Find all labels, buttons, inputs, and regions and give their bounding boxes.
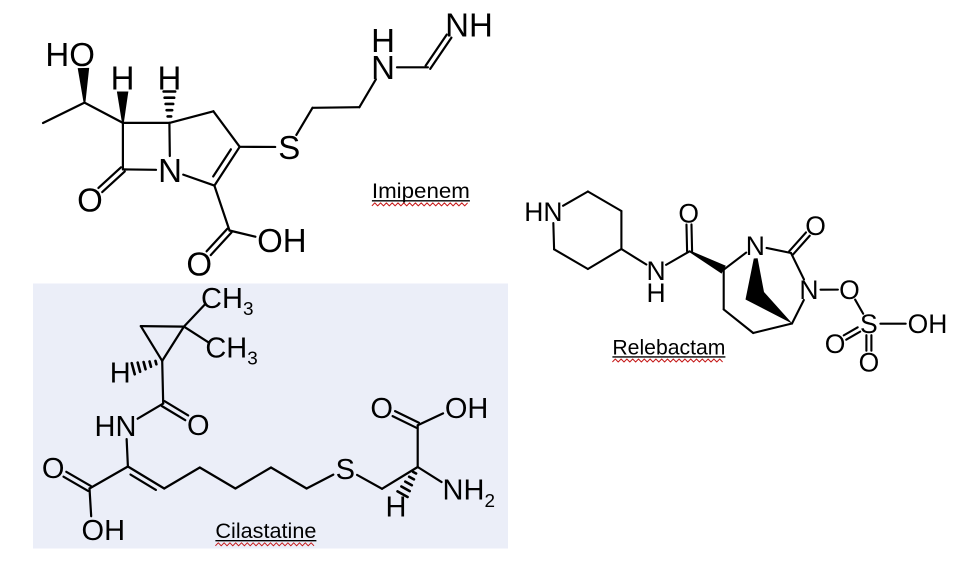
cilastatine-bond — [127, 439, 128, 466]
relebactam-atom-label-os: O — [839, 275, 860, 305]
imipenem-atom-label-o1: HO — [45, 36, 95, 73]
atom-label-symbol: O — [805, 211, 826, 241]
relebactam-atom-label-n6: N — [799, 275, 818, 305]
atom-label-symbol: H — [110, 358, 131, 390]
atom-label-symbol: O — [42, 453, 65, 485]
atom-label-subscript: 3 — [247, 349, 258, 370]
atom-label-subscript: 2 — [484, 491, 495, 512]
atom-label-symbol: O — [187, 410, 210, 442]
imipenem-atom-label-n12-h: H — [371, 22, 395, 59]
atom-label-symbol: N — [158, 152, 182, 189]
cilastatine-atom-label-oam: O — [187, 410, 210, 442]
atom-label-symbol: O — [186, 245, 212, 282]
relebactam-atom-label-ol: O — [825, 329, 846, 359]
relebactam-atom-label-np: HN — [524, 197, 562, 227]
imipenem-atom-label-o16: O — [186, 245, 212, 282]
imipenem-atom-label-n14: NH — [445, 6, 493, 43]
atom-label-symbol: OH — [82, 515, 126, 547]
relebactam-name-label: Relebactam — [612, 335, 725, 359]
atom-label-symbol: S — [336, 454, 355, 486]
cilastatine-atom-label-o2b: OH — [445, 393, 489, 425]
atom-label-symbol: OH — [257, 222, 307, 259]
cilastatine-name-label: Cilastatine — [215, 519, 316, 543]
imipenem-name-label: Imipenem — [372, 179, 470, 203]
cilastatine-atom-label-s: S — [336, 454, 355, 486]
relebactam-double-bond-line — [686, 225, 687, 252]
imipenem-bond — [313, 107, 360, 108]
relebactam-atom-label-od: O — [859, 348, 880, 378]
atom-label-symbol: O — [825, 329, 846, 359]
atom-label-symbol: H — [157, 59, 181, 96]
atom-label-symbol: O — [839, 275, 860, 305]
atom-label-symbol: H — [111, 59, 135, 96]
relebactam-atom-label-o7: O — [805, 211, 826, 241]
cilastatine-bond — [141, 326, 184, 327]
atom-label-symbol: HO — [45, 36, 95, 73]
cilastatine-hash-bond-tick — [155, 361, 156, 364]
cilastatine-atom-label-nam: HN — [95, 411, 137, 443]
cilastatine-hash-bond-tick — [150, 361, 151, 366]
atom-label-symbol: NH — [443, 475, 485, 507]
atom-label-symbol: CH — [201, 283, 243, 315]
atom-label-subscript: 3 — [243, 299, 254, 320]
atom-label-symbol: HN — [524, 197, 562, 227]
atom-label-symbol: NH — [445, 6, 493, 43]
atom-label-symbol: N — [799, 275, 818, 305]
relebactam-atom-label-oh: OH — [908, 309, 948, 339]
imipenem-atom-label-o17: OH — [257, 222, 307, 259]
imipenem-atom-label-s: S — [278, 129, 300, 166]
relebactam-atom-label-ssf: S — [860, 309, 878, 339]
atom-label-symbol: HN — [95, 411, 137, 443]
relebactam-atom-label-nam-h: H — [647, 278, 666, 308]
atom-label-symbol: S — [278, 129, 300, 166]
relebactam-atom-label-n1: N — [746, 231, 765, 261]
atom-label-symbol: O — [370, 393, 393, 425]
atom-label-symbol: CH — [205, 332, 247, 364]
cilastatine-atom-label-o1b: OH — [82, 515, 126, 547]
cilastatine-atom-label-h8: H — [386, 491, 407, 523]
imipenem-atom-label-h5: H — [157, 59, 181, 96]
cilastatine-bond — [162, 361, 163, 404]
atom-label-symbol: O — [859, 348, 880, 378]
atom-label-symbol: O — [678, 199, 699, 229]
atom-label-symbol: OH — [908, 309, 948, 339]
cilastatine-atom-label-hcp: H — [110, 358, 131, 390]
imipenem-atom-label-h6: H — [111, 59, 135, 96]
cilastatine-atom-label-o2a: O — [370, 393, 393, 425]
relebactam-atom-label-oam: O — [678, 199, 699, 229]
cilastatine-atom-label-o1a: O — [42, 453, 65, 485]
atom-label-symbol: O — [77, 181, 103, 218]
atom-label-symbol: N — [746, 231, 765, 261]
atom-label-symbol: S — [860, 309, 878, 339]
atom-label-symbol: H — [386, 491, 407, 523]
imipenem-atom-label-o7: O — [77, 181, 103, 218]
atom-label-symbol: OH — [445, 393, 489, 425]
cilastatine-hash-bond-tick — [413, 472, 416, 474]
imipenem-atom-label-n4: N — [158, 152, 182, 189]
